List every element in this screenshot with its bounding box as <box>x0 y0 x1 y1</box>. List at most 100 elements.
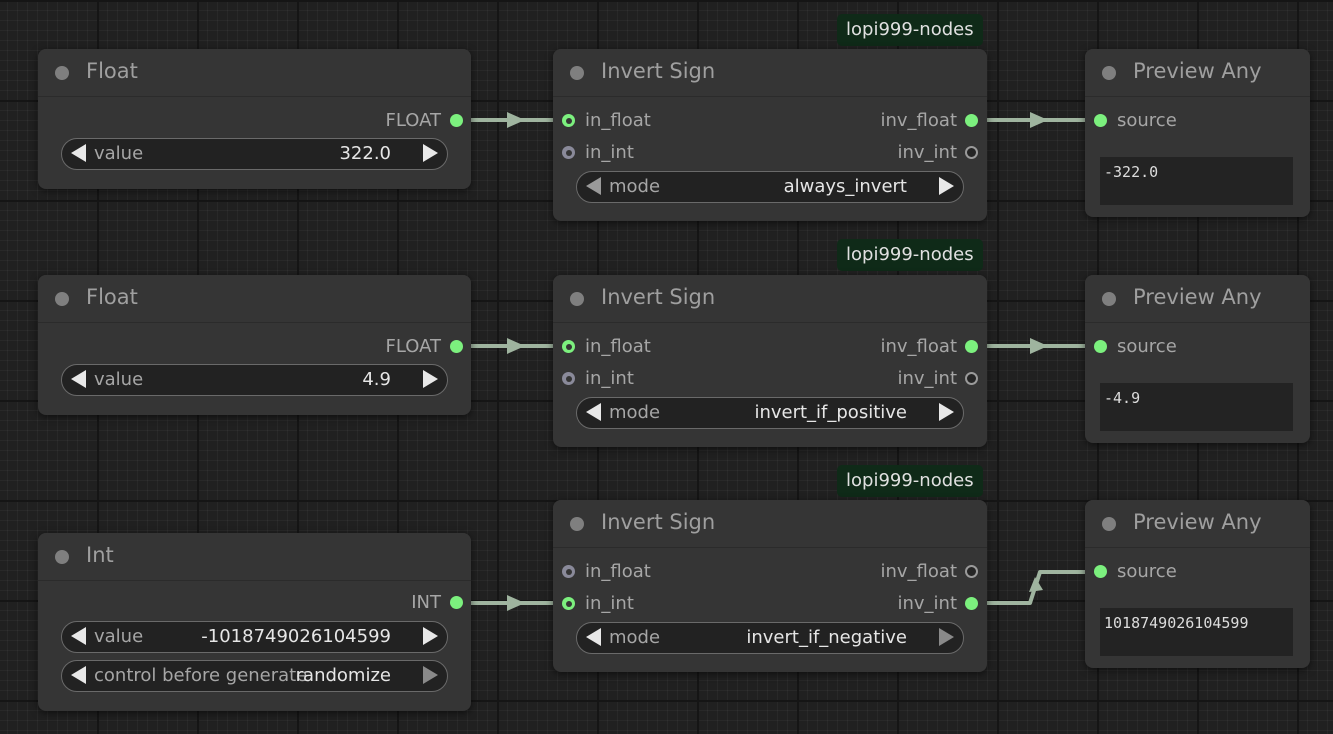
control-before-generate-combo[interactable]: control before generate randomize <box>61 660 448 692</box>
input-label: source <box>1117 110 1177 131</box>
next-arrow-icon[interactable] <box>423 666 438 684</box>
input-slot-in-int[interactable]: in_int <box>553 367 753 391</box>
output-slot-float[interactable]: FLOAT <box>271 109 471 133</box>
preview-any-node-3[interactable]: Preview Any source 1018749026104599 <box>1085 500 1310 668</box>
next-arrow-icon[interactable] <box>939 177 954 195</box>
collapse-dot-icon[interactable] <box>1102 66 1116 80</box>
input-slot-in-float[interactable]: in_float <box>553 560 753 584</box>
output-socket[interactable] <box>965 565 978 578</box>
input-label: in_float <box>585 110 651 131</box>
output-socket[interactable] <box>965 114 978 127</box>
collapse-dot-icon[interactable] <box>570 66 584 80</box>
input-slot-in-float[interactable]: in_float <box>553 335 753 359</box>
collapse-dot-icon[interactable] <box>1102 292 1116 306</box>
preview-text-area[interactable]: -322.0 <box>1100 157 1293 205</box>
node-title-bar[interactable]: Invert Sign <box>553 500 987 548</box>
output-socket[interactable] <box>965 372 978 385</box>
decrement-arrow-icon[interactable] <box>71 144 86 162</box>
input-socket[interactable] <box>1094 565 1107 578</box>
int-node-3[interactable]: Int INT value -1018749026104599 control … <box>38 533 471 711</box>
output-slot-inv-int[interactable]: inv_int <box>787 592 987 616</box>
output-slot-inv-int[interactable]: inv_int <box>787 367 987 391</box>
next-arrow-icon[interactable] <box>939 403 954 421</box>
increment-arrow-icon[interactable] <box>423 627 438 645</box>
collapse-dot-icon[interactable] <box>570 292 584 306</box>
collapse-dot-icon[interactable] <box>570 517 584 531</box>
input-slot-source[interactable]: source <box>1085 335 1285 359</box>
collapse-dot-icon[interactable] <box>1102 517 1116 531</box>
increment-arrow-icon[interactable] <box>423 144 438 162</box>
input-slot-in-int[interactable]: in_int <box>553 141 753 165</box>
widget-name: value <box>94 143 144 164</box>
next-arrow-icon[interactable] <box>939 628 954 646</box>
collapse-dot-icon[interactable] <box>55 550 69 564</box>
value-widget[interactable]: value 4.9 <box>61 364 448 396</box>
input-socket[interactable] <box>562 340 575 353</box>
output-slot-inv-int[interactable]: inv_int <box>787 141 987 165</box>
decrement-arrow-icon[interactable] <box>71 370 86 388</box>
input-socket[interactable] <box>562 597 575 610</box>
node-title: Preview Any <box>1133 510 1262 534</box>
input-socket[interactable] <box>1094 340 1107 353</box>
output-label: INT <box>411 592 441 613</box>
value-widget[interactable]: value -1018749026104599 <box>61 621 448 653</box>
input-label: in_float <box>585 336 651 357</box>
input-slot-source[interactable]: source <box>1085 109 1285 133</box>
decrement-arrow-icon[interactable] <box>71 627 86 645</box>
collapse-dot-icon[interactable] <box>55 292 69 306</box>
input-socket[interactable] <box>562 565 575 578</box>
collapse-dot-icon[interactable] <box>55 66 69 80</box>
link-inv-int-to-source-3 <box>978 570 1095 605</box>
input-label: in_int <box>585 368 634 389</box>
previous-arrow-icon[interactable] <box>71 666 86 684</box>
node-title-bar[interactable]: Invert Sign <box>553 49 987 97</box>
output-socket[interactable] <box>450 596 463 609</box>
output-slot-inv-float[interactable]: inv_float <box>787 560 987 584</box>
node-title: Float <box>86 59 138 83</box>
node-title: Preview Any <box>1133 59 1262 83</box>
mode-combo[interactable]: mode always_invert <box>576 171 964 203</box>
input-socket[interactable] <box>562 146 575 159</box>
input-socket[interactable] <box>562 114 575 127</box>
previous-arrow-icon[interactable] <box>586 628 601 646</box>
mode-combo[interactable]: mode invert_if_negative <box>576 622 964 654</box>
input-socket[interactable] <box>562 372 575 385</box>
preview-text-area[interactable]: -4.9 <box>1100 383 1293 431</box>
output-slot-float[interactable]: FLOAT <box>271 335 471 359</box>
node-title-bar[interactable]: Preview Any <box>1085 49 1310 97</box>
preview-text-area[interactable]: 1018749026104599 <box>1100 608 1293 656</box>
input-slot-source[interactable]: source <box>1085 560 1285 584</box>
preview-any-node-2[interactable]: Preview Any source -4.9 <box>1085 275 1310 443</box>
previous-arrow-icon[interactable] <box>586 177 601 195</box>
output-slot-int[interactable]: INT <box>271 591 471 615</box>
mode-combo[interactable]: mode invert_if_positive <box>576 397 964 429</box>
node-title: Invert Sign <box>601 285 716 309</box>
preview-any-node-1[interactable]: Preview Any source -322.0 <box>1085 49 1310 217</box>
output-socket[interactable] <box>965 340 978 353</box>
node-title-bar[interactable]: Float <box>38 275 471 323</box>
output-slot-inv-float[interactable]: inv_float <box>787 109 987 133</box>
widget-name: mode <box>609 176 661 197</box>
node-title-bar[interactable]: Invert Sign <box>553 275 987 323</box>
node-title-bar[interactable]: Preview Any <box>1085 275 1310 323</box>
node-title-bar[interactable]: Preview Any <box>1085 500 1310 548</box>
float-node-2[interactable]: Float FLOAT value 4.9 <box>38 275 471 415</box>
previous-arrow-icon[interactable] <box>586 403 601 421</box>
node-title-bar[interactable]: Float <box>38 49 471 97</box>
input-socket[interactable] <box>1094 114 1107 127</box>
invert-sign-node-2[interactable]: Invert Sign in_float in_int inv_float in… <box>553 275 987 447</box>
increment-arrow-icon[interactable] <box>423 370 438 388</box>
float-node-1[interactable]: Float FLOAT value 322.0 <box>38 49 471 189</box>
output-socket[interactable] <box>965 597 978 610</box>
input-slot-in-int[interactable]: in_int <box>553 592 753 616</box>
output-socket[interactable] <box>450 114 463 127</box>
invert-sign-node-1[interactable]: Invert Sign in_float in_int inv_float in… <box>553 49 987 221</box>
node-title-bar[interactable]: Int <box>38 533 471 581</box>
invert-sign-node-3[interactable]: Invert Sign in_float in_int inv_float in… <box>553 500 987 672</box>
output-socket[interactable] <box>450 340 463 353</box>
output-socket[interactable] <box>965 146 978 159</box>
input-slot-in-float[interactable]: in_float <box>553 109 753 133</box>
value-widget[interactable]: value 322.0 <box>61 138 448 170</box>
output-slot-inv-float[interactable]: inv_float <box>787 335 987 359</box>
